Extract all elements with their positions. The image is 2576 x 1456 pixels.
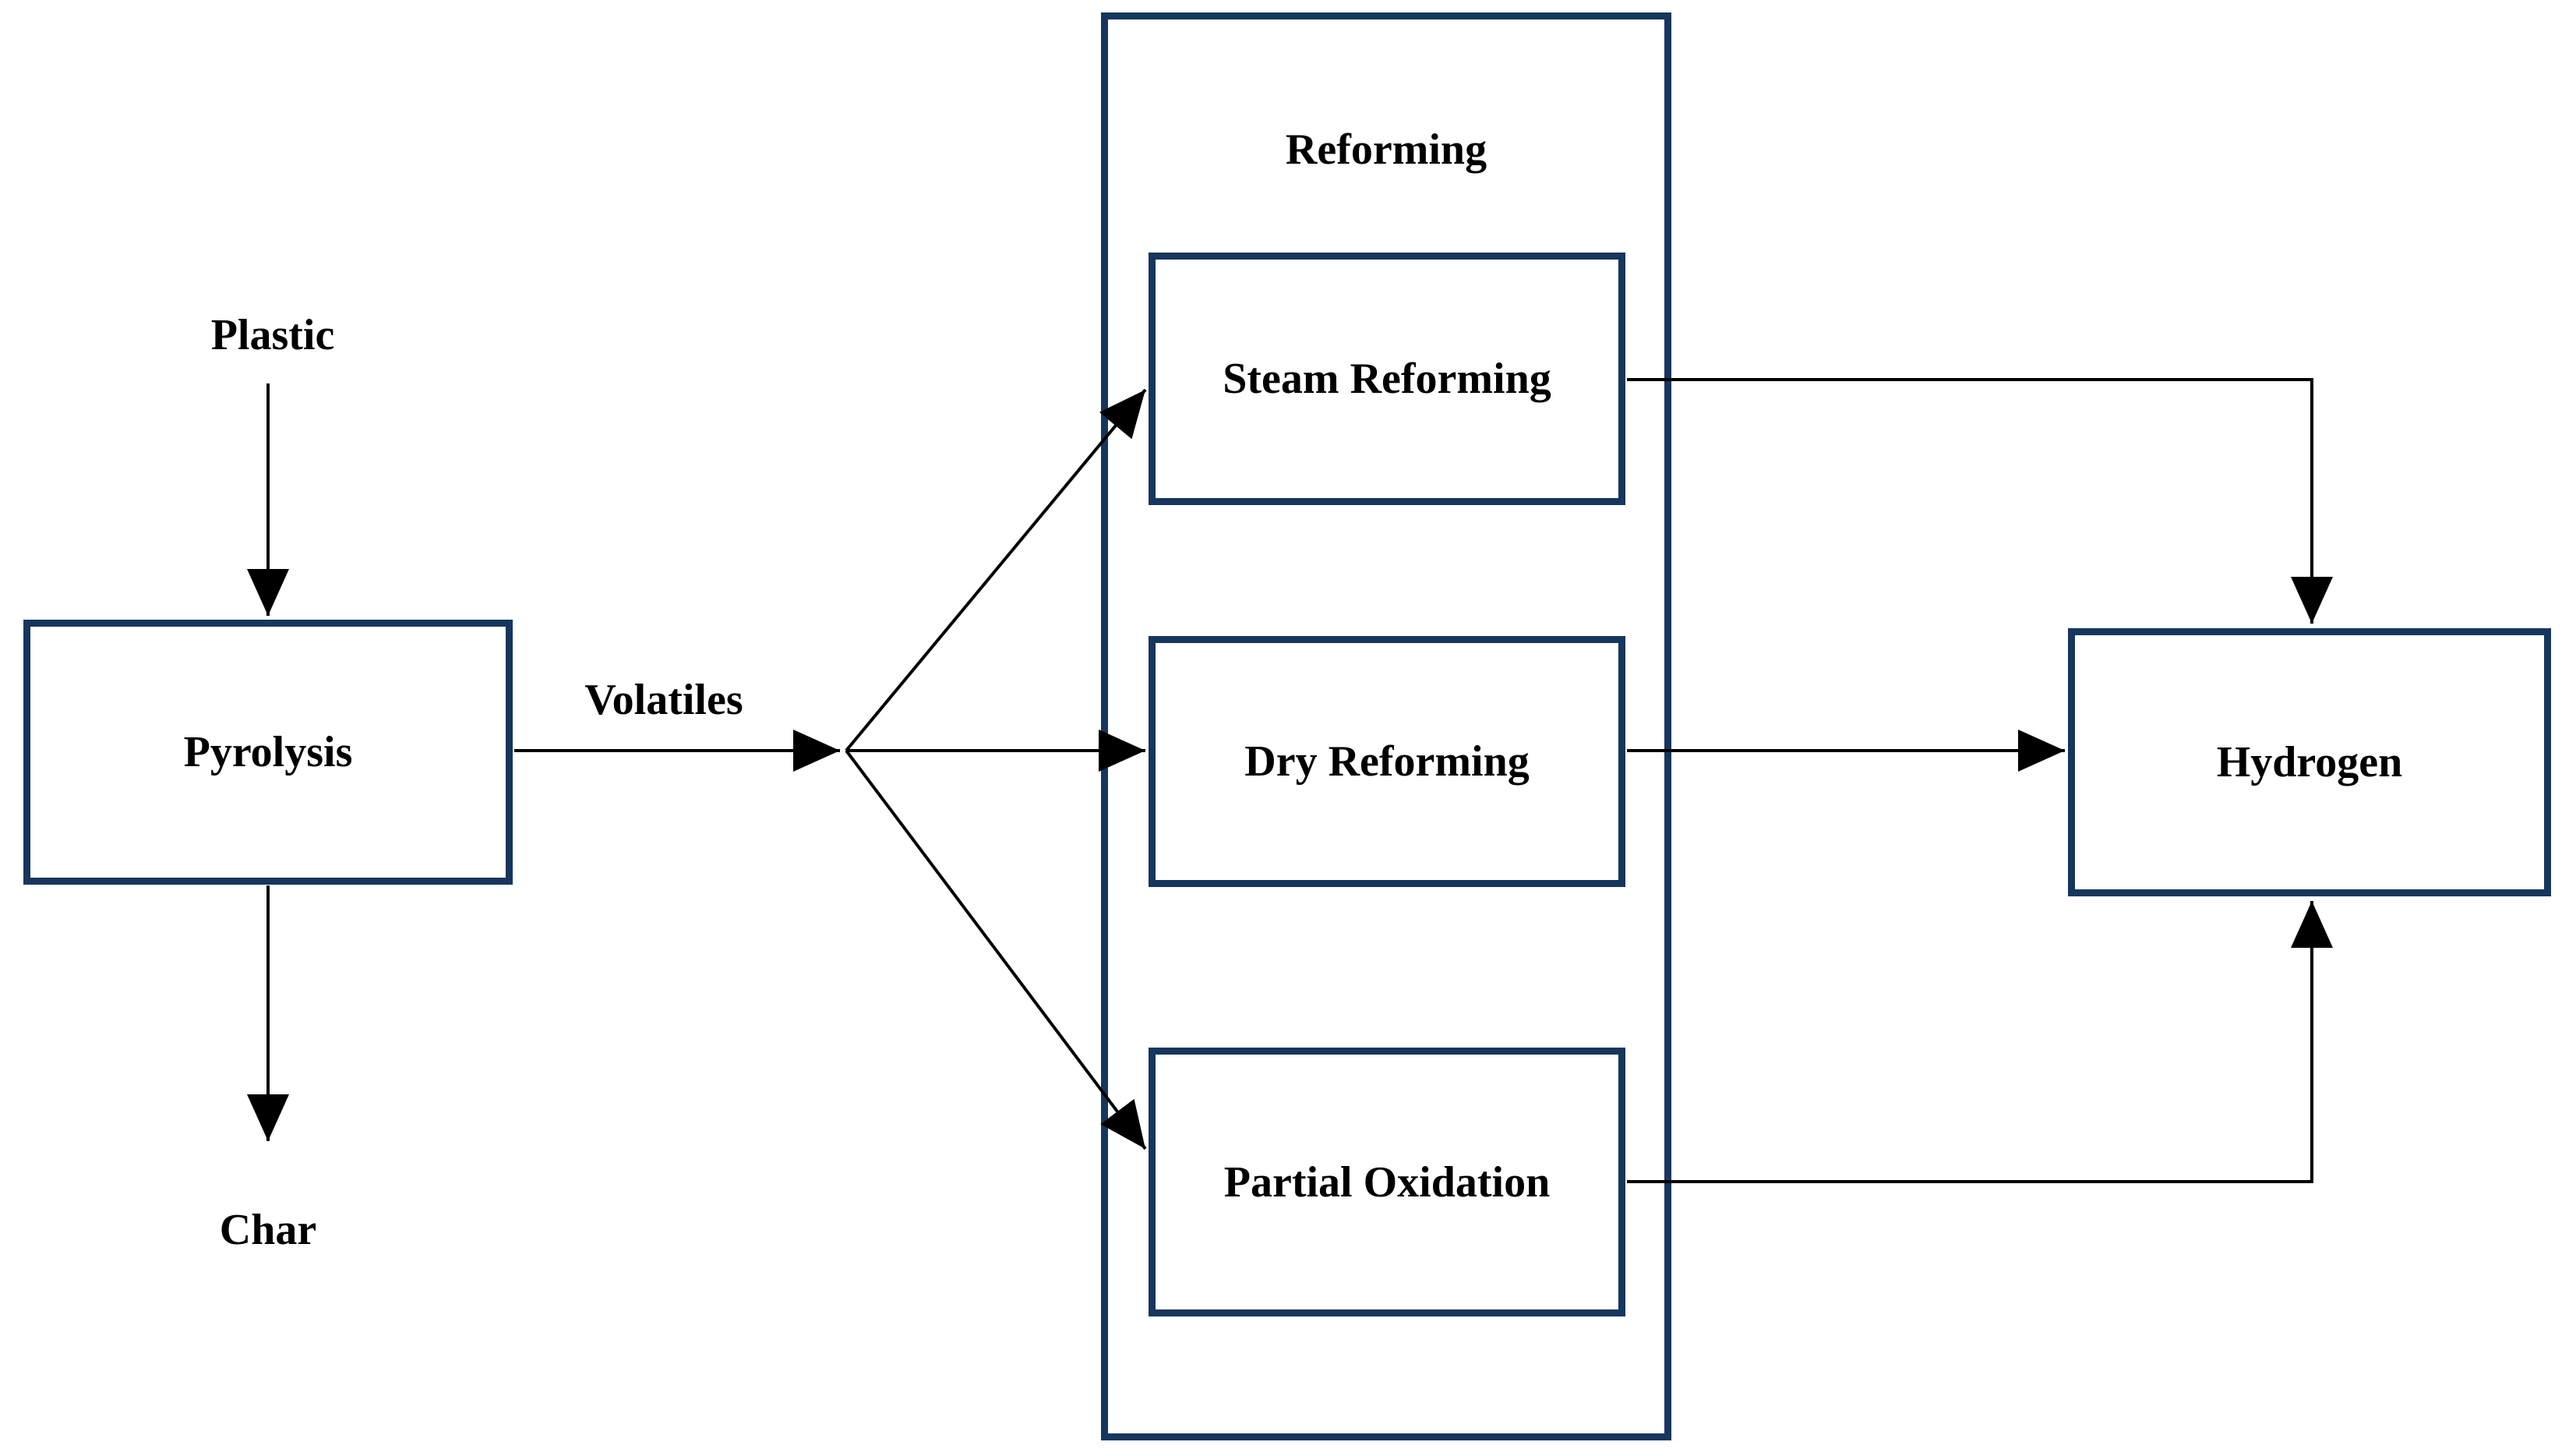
node-pyrolysis-label: Pyrolysis <box>183 728 353 776</box>
label-volatiles: Volatiles <box>584 676 743 724</box>
node-steam-reforming: Steam Reforming <box>1149 253 1625 505</box>
edge-partial-oxidation-to-hydrogen <box>1627 901 2333 1183</box>
node-hydrogen: Hydrogen <box>2068 628 2551 896</box>
node-dry-reforming: Dry Reforming <box>1149 636 1625 887</box>
node-partial-oxidation-label: Partial Oxidation <box>1223 1157 1551 1207</box>
node-steam-reforming-label: Steam Reforming <box>1223 355 1551 403</box>
node-dry-reforming-label: Dry Reforming <box>1244 737 1530 786</box>
group-reforming-title: Reforming <box>1285 125 1487 174</box>
node-partial-oxidation: Partial Oxidation <box>1149 1048 1625 1316</box>
node-hydrogen-label: Hydrogen <box>2216 738 2403 786</box>
node-pyrolysis: Pyrolysis <box>23 620 513 885</box>
label-char: Char <box>219 1206 317 1254</box>
edge-steam-reforming-to-hydrogen <box>1627 378 2333 624</box>
label-plastic: Plastic <box>210 311 335 359</box>
